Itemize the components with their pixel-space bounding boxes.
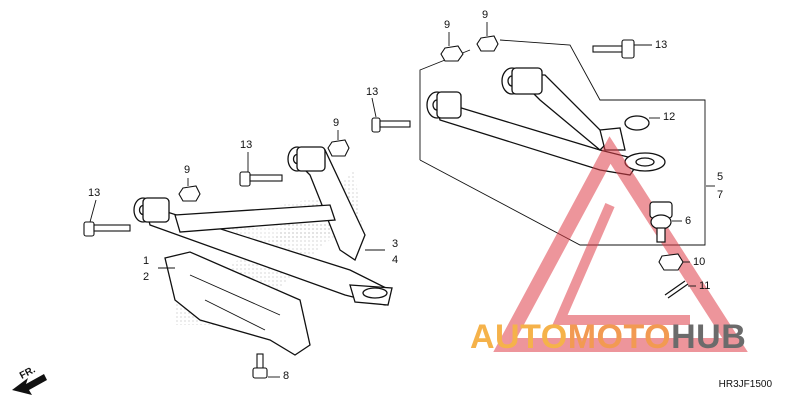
callout-1: 1 <box>143 255 150 267</box>
nut-9-d <box>178 185 201 202</box>
callout-13-upper-right: 13 <box>655 39 668 51</box>
ball-joint-6 <box>649 201 673 243</box>
diagram-code: HR3JF1500 <box>718 379 772 390</box>
callout-2: 2 <box>143 271 150 283</box>
bolt-13-lower-middle <box>239 171 283 187</box>
castle-nut-10 <box>658 253 684 271</box>
callout-9-d: 9 <box>184 164 191 176</box>
callout-4: 4 <box>392 254 399 266</box>
watermark-part-2: MOTO <box>567 318 672 356</box>
upper-arm-assembly <box>426 67 666 176</box>
callout-3: 3 <box>392 238 399 250</box>
nut-9-b <box>476 35 499 52</box>
callout-6: 6 <box>685 215 692 227</box>
bolt-8 <box>252 353 268 379</box>
bolt-13-upper-right <box>592 39 635 59</box>
watermark-logo: AUTOMOTOHUB <box>470 318 746 357</box>
callout-11: 11 <box>699 280 711 292</box>
callout-8: 8 <box>283 370 290 382</box>
callout-12: 12 <box>663 111 676 123</box>
callout-5: 5 <box>717 171 724 183</box>
callout-9-b: 9 <box>482 9 489 21</box>
watermark-part-1: AUTO <box>470 318 568 356</box>
callout-9-c: 9 <box>333 117 340 129</box>
front-arrow-icon <box>12 374 47 395</box>
skid-plate <box>164 251 311 356</box>
watermark-part-3: HUB <box>671 318 747 356</box>
skid-plate-rib <box>189 274 281 331</box>
nut-9-a <box>440 45 464 62</box>
lower-arm-assembly <box>133 146 393 306</box>
bolt-13-upper-left <box>371 117 411 133</box>
nut-9-c <box>327 139 350 157</box>
callout-13-lower-middle: 13 <box>240 139 253 151</box>
callout-13-upper-left: 13 <box>366 86 379 98</box>
callout-13-lower-left: 13 <box>88 187 101 199</box>
circlip-12 <box>624 115 650 131</box>
callout-9-a: 9 <box>444 19 451 31</box>
cotter-pin-11 <box>664 280 689 299</box>
callout-7: 7 <box>717 189 724 201</box>
watermark-triangle <box>493 136 748 352</box>
bolt-13-lower-left <box>83 221 131 237</box>
callout-10: 10 <box>693 256 706 268</box>
leader-lines <box>89 22 715 378</box>
